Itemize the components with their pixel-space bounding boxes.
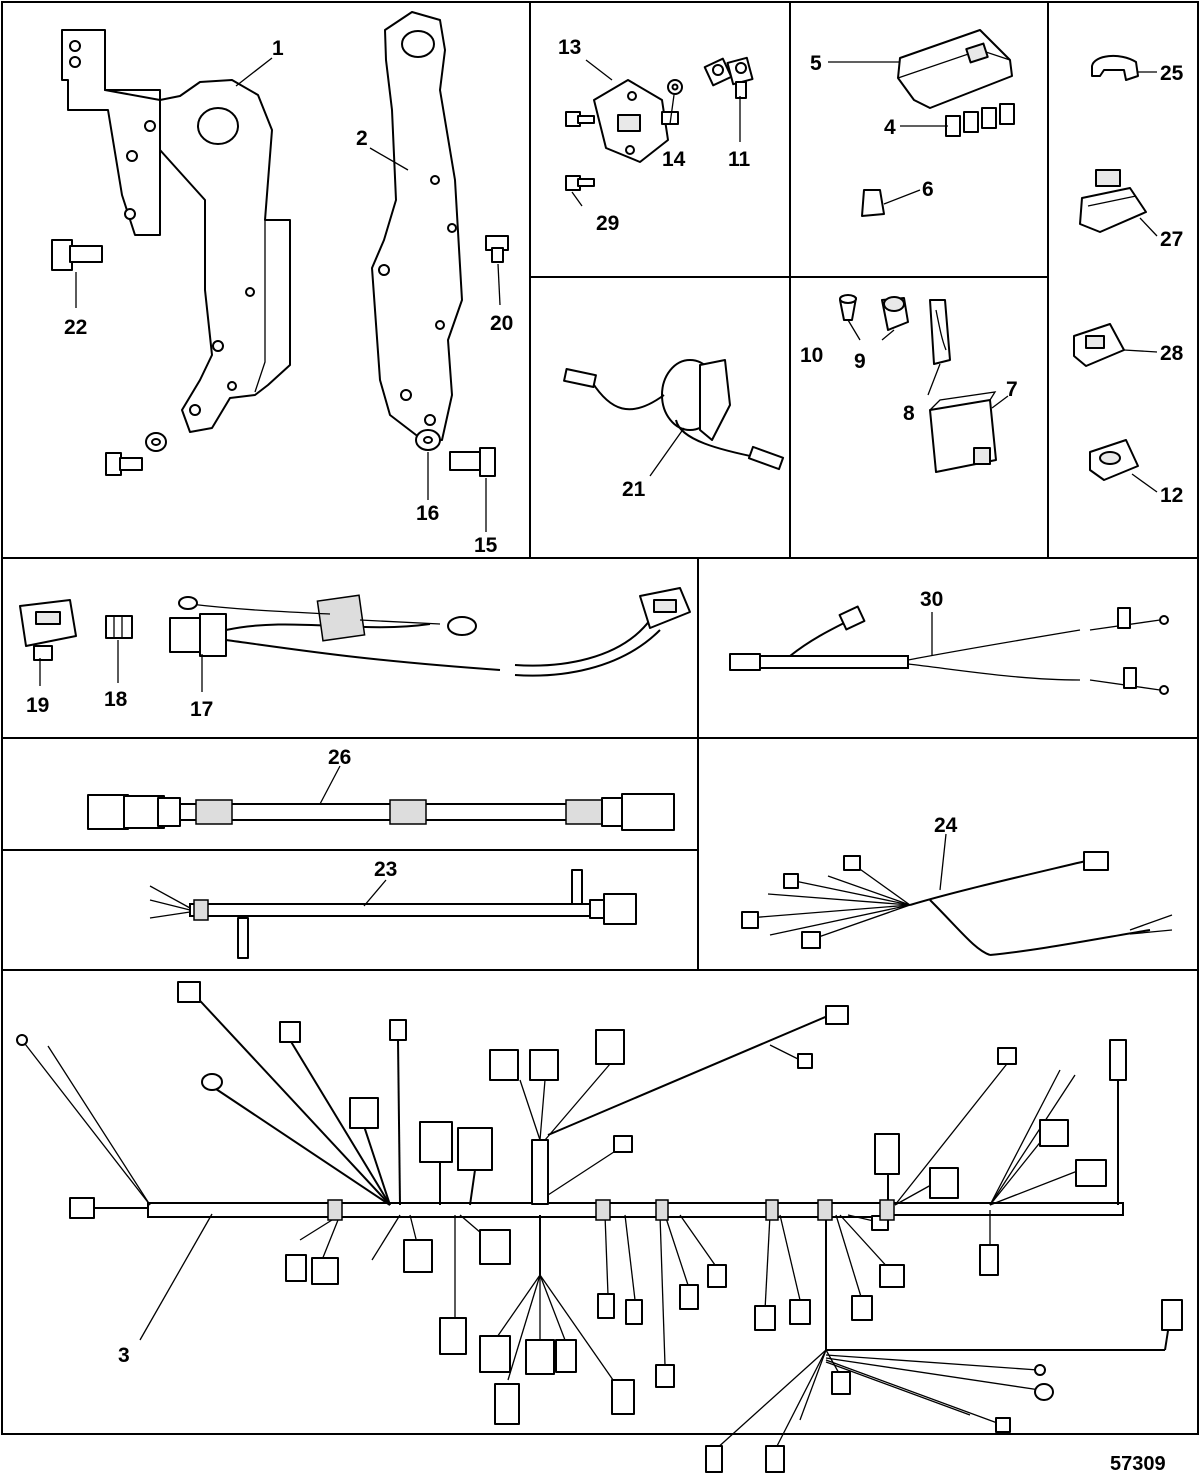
callout-17: 17 bbox=[190, 698, 213, 721]
harness-part-24 bbox=[741, 851, 1173, 956]
grommet-part-9 bbox=[881, 296, 909, 331]
callout-30: 30 bbox=[920, 588, 943, 611]
grommet-part-10 bbox=[839, 294, 857, 321]
callout-22: 22 bbox=[64, 316, 87, 339]
screw-part-13 bbox=[565, 111, 595, 127]
bracket-part-2 bbox=[371, 11, 463, 441]
harness-part-30 bbox=[729, 605, 1169, 695]
fuse-box-part-5 bbox=[897, 29, 1013, 109]
document-number: 57309 bbox=[1110, 1453, 1166, 1475]
callout-14: 14 bbox=[662, 148, 686, 171]
callout-6: 6 bbox=[922, 178, 934, 201]
callout-27: 27 bbox=[1160, 228, 1183, 251]
connector-part-12 bbox=[1089, 439, 1139, 481]
callout-19: 19 bbox=[26, 694, 49, 717]
clip-part-8 bbox=[929, 299, 951, 365]
relay-part-7 bbox=[929, 391, 997, 473]
harness-part-26 bbox=[87, 793, 675, 831]
screw-part-29 bbox=[565, 175, 595, 191]
callout-labels: 1 2 3 4 5 6 7 8 9 10 11 12 13 14 15 16 1… bbox=[26, 36, 1184, 1367]
callout-25: 25 bbox=[1160, 62, 1184, 85]
callout-3: 3 bbox=[118, 1344, 130, 1367]
callout-1: 1 bbox=[272, 37, 284, 60]
callout-26: 26 bbox=[328, 746, 351, 769]
washer-part-16 bbox=[415, 429, 441, 451]
bracket-part-1 bbox=[61, 29, 291, 433]
callout-4: 4 bbox=[884, 116, 896, 139]
callout-7: 7 bbox=[1006, 378, 1018, 401]
bolt-part-20 bbox=[485, 235, 509, 263]
connector-part-19 bbox=[19, 599, 77, 661]
plug-part-6 bbox=[861, 189, 885, 217]
callout-13: 13 bbox=[558, 36, 581, 59]
callout-8: 8 bbox=[903, 402, 915, 425]
harness-part-23 bbox=[149, 869, 637, 959]
callout-20: 20 bbox=[490, 312, 513, 335]
callout-24: 24 bbox=[934, 814, 958, 837]
harness-part-17 bbox=[169, 587, 691, 677]
connector-part-27 bbox=[1079, 169, 1147, 233]
bolt-bracket-1 bbox=[105, 432, 167, 476]
main-harness-part-3 bbox=[16, 981, 1183, 1473]
fuses-part-4 bbox=[945, 103, 1015, 137]
callout-21: 21 bbox=[622, 478, 646, 501]
bolt-part-22 bbox=[51, 239, 103, 271]
sensor-part-21 bbox=[563, 359, 785, 471]
callout-15: 15 bbox=[474, 534, 498, 557]
connector-part-28 bbox=[1073, 323, 1125, 367]
bolt-part-15 bbox=[449, 447, 496, 477]
callout-23: 23 bbox=[374, 858, 397, 881]
callout-5: 5 bbox=[810, 52, 822, 75]
terminal-part-11 bbox=[703, 56, 754, 99]
callout-29: 29 bbox=[596, 212, 619, 235]
connector-part-18 bbox=[105, 615, 133, 639]
callout-9: 9 bbox=[854, 350, 866, 373]
circuit-breaker-part-13 bbox=[593, 79, 679, 163]
callout-12: 12 bbox=[1160, 484, 1183, 507]
callout-10: 10 bbox=[800, 344, 823, 367]
callout-28: 28 bbox=[1160, 342, 1184, 365]
leader-lines bbox=[39, 57, 1158, 1341]
callout-18: 18 bbox=[104, 688, 128, 711]
callout-2: 2 bbox=[356, 127, 368, 150]
nut-part-14 bbox=[667, 79, 683, 95]
callout-11: 11 bbox=[728, 148, 751, 171]
callout-16: 16 bbox=[416, 502, 439, 525]
clamp-part-25 bbox=[1091, 54, 1139, 81]
panel-frames bbox=[1, 1, 1199, 1435]
